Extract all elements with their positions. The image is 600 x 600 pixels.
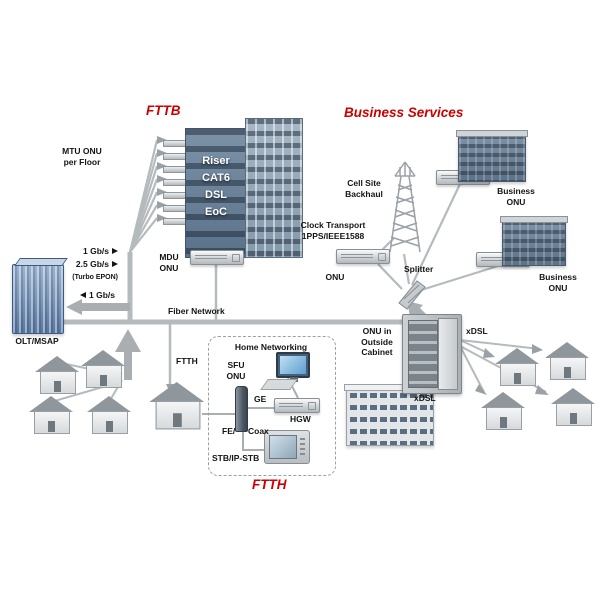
fiber-network-label: Fiber Network	[168, 306, 225, 316]
business-building-1	[456, 130, 528, 182]
downstream-rate-2: 2.5 Gb/s	[50, 260, 118, 269]
house-door	[514, 373, 521, 384]
right-arrow-icon	[112, 261, 118, 268]
house-roof	[481, 392, 525, 408]
house	[550, 388, 596, 426]
floor-fan-lines	[128, 139, 159, 253]
uplink-arrow	[115, 329, 141, 380]
house	[544, 342, 590, 380]
house	[86, 396, 132, 434]
business-onu-2-label: Business ONU	[539, 272, 577, 293]
house	[28, 396, 74, 434]
house-roof	[35, 356, 79, 372]
building-riser-text: Riser CAT6 DSL EoC	[202, 155, 230, 218]
tv-screen	[269, 435, 297, 459]
ge-label: GE	[254, 394, 267, 404]
house-door	[54, 381, 61, 392]
hgw-label: HGW	[290, 414, 311, 424]
house-door	[564, 367, 571, 378]
downstream-rate-1: 1 Gb/s	[58, 247, 118, 256]
house-roof	[545, 342, 589, 358]
xdsl-right-label: xDSL	[466, 326, 488, 336]
building-tower-front: Riser CAT6 DSL EoC	[185, 128, 247, 258]
splitter-links	[377, 183, 499, 293]
fe-label: FE/	[222, 426, 236, 436]
cabinet-door	[438, 318, 458, 390]
mdu-onu-device	[190, 250, 244, 265]
cabinet-interior	[408, 320, 438, 388]
house-door	[500, 417, 507, 428]
ftth-title: FTTH	[252, 477, 287, 492]
olt-upstream-arrow	[66, 299, 130, 315]
house	[480, 392, 526, 430]
hgw-device	[274, 398, 320, 413]
house-door	[100, 375, 107, 386]
clock-onu-device	[336, 249, 390, 264]
house-roof	[495, 348, 539, 364]
home-networking-box	[208, 336, 336, 476]
sfu-onu-device	[235, 386, 248, 432]
house	[34, 356, 80, 394]
outside-cabinet	[402, 314, 462, 394]
house-roof	[149, 382, 205, 402]
clock-transport-label: Clock Transport 1PPS/IEEE1588	[300, 220, 366, 241]
business-building-2	[500, 216, 568, 266]
mtu-onu-label: MTU ONU per Floor	[62, 146, 102, 167]
house-roof	[29, 396, 73, 412]
cell-site-backhaul-label: Cell Site Backhaul	[345, 178, 383, 199]
mdu-onu-label: MDU ONU	[159, 252, 179, 273]
splitter-label: Splitter	[404, 264, 434, 274]
business-onu-1-label: Business ONU	[497, 186, 535, 207]
house-door	[570, 413, 577, 424]
coax-label: Coax	[248, 426, 269, 436]
house	[494, 348, 540, 386]
fttb-building: Riser CAT6 DSL EoC	[163, 118, 303, 258]
building-tower-side	[245, 118, 303, 258]
monitor-icon	[276, 352, 310, 378]
downstream-note-text: (Turbo EPON)	[72, 274, 118, 281]
business-services-title: Business Services	[344, 105, 464, 120]
house-door	[48, 421, 55, 432]
left-arrow-icon	[80, 292, 86, 299]
sfu-onu-label: SFU ONU	[226, 360, 246, 381]
outside-cabinet-label: ONU in Outside Cabinet	[361, 326, 393, 358]
tv-icon	[264, 430, 310, 464]
ftth-house-label: FTTH	[176, 356, 198, 366]
monitor-screen	[280, 356, 306, 374]
house-door	[173, 413, 182, 427]
olt-msap-chassis	[12, 264, 64, 334]
house	[80, 350, 126, 388]
downstream-rate-2-text: 2.5 Gb/s	[75, 259, 109, 269]
keyboard-icon	[260, 379, 298, 390]
splitter-icon	[398, 280, 426, 310]
house-roof	[87, 396, 131, 412]
fttb-title: FTTB	[146, 103, 181, 118]
tv-knobs	[300, 438, 305, 456]
ftth-house	[148, 382, 206, 430]
house-door	[106, 421, 113, 432]
house-roof	[81, 350, 125, 366]
mdu-apartment-building	[344, 384, 436, 446]
downstream-note: (Turbo EPON)	[52, 274, 118, 281]
upstream-rate: 1 Gb/s	[80, 291, 134, 300]
computer-icon	[260, 352, 314, 392]
upstream-rate-text: 1 Gb/s	[89, 290, 115, 300]
home-networking-title: Home Networking	[234, 342, 308, 352]
stb-label: STB/IP-STB	[212, 453, 260, 463]
floor-fan-arrowheads	[157, 136, 167, 222]
downstream-rate-1-text: 1 Gb/s	[83, 246, 109, 256]
xdsl-bottom-label: xDSL	[414, 393, 436, 403]
house-roof	[551, 388, 595, 404]
clock-onu-label: ONU	[325, 272, 345, 282]
cell-tower-icon	[389, 161, 421, 253]
right-arrow-icon	[112, 248, 118, 255]
olt-msap-label: OLT/MSAP	[15, 336, 59, 346]
